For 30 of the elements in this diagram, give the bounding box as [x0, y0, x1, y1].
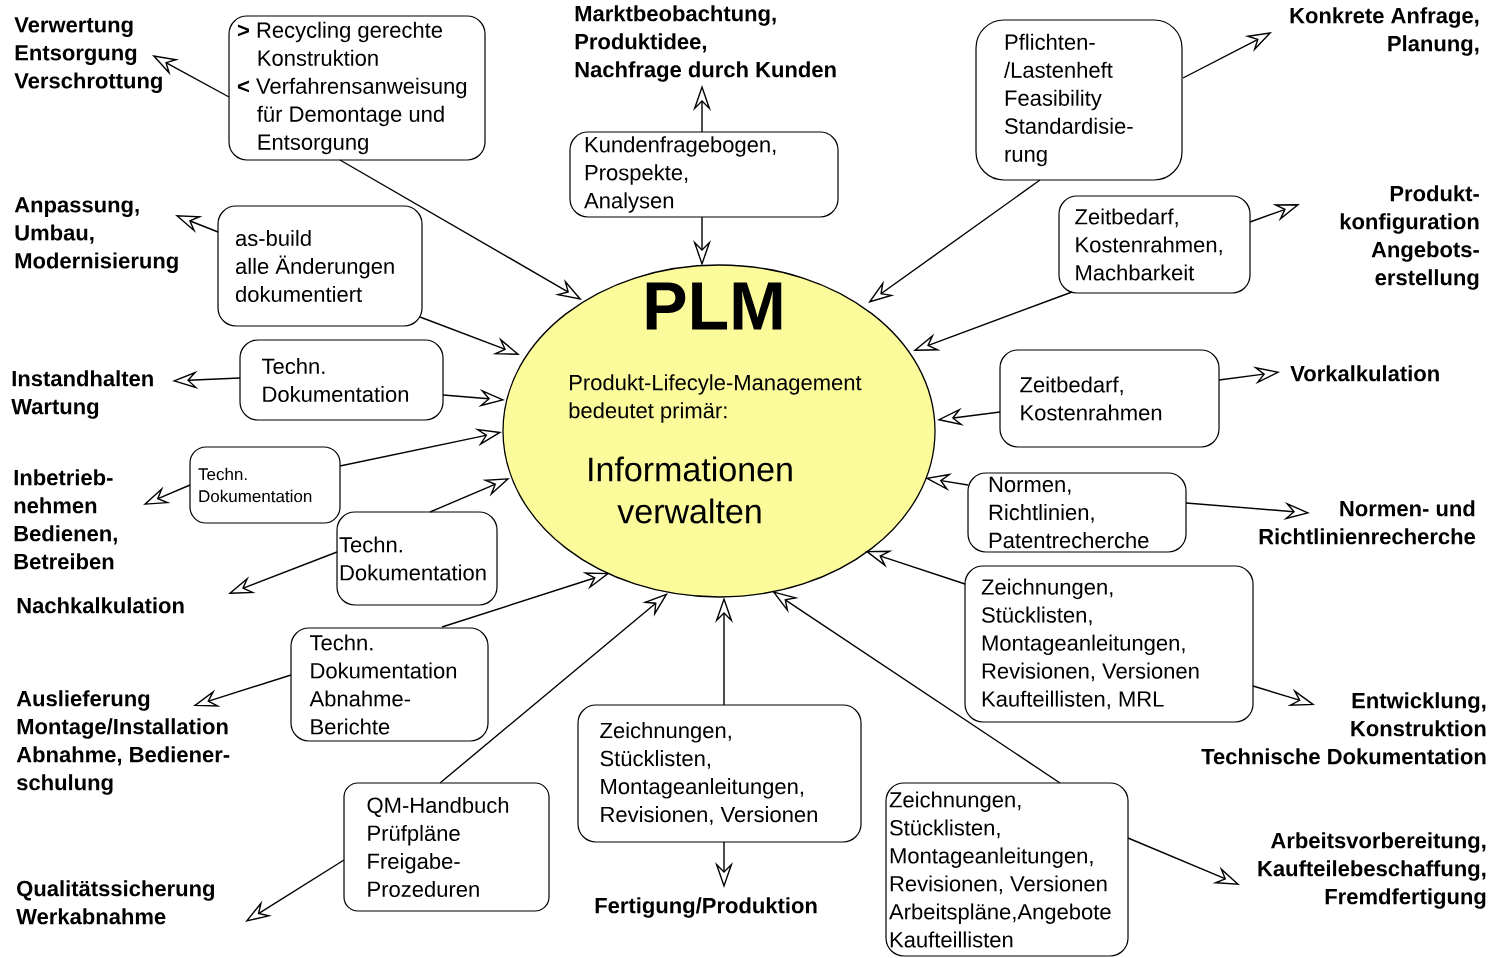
- rounded-box: Zeichnungen, Stücklisten, Montageanleitungen, Revisionen, Versionen Arbeitspläne,Angebote Kaufteillisten: [885, 782, 1129, 957]
- phase-label: Verwertung Entsorgung Verschrottung: [14, 17, 162, 93]
- phase-label: Qualitätssicherung Werkabnahme: [16, 880, 214, 925]
- rounded-box: Kundenfragebogen, Prospekte, Analysen: [569, 131, 839, 218]
- phase-label: Normen- und Richtlinienrecherche: [1259, 500, 1476, 545]
- rounded-box: Techn. Dokumentation: [239, 339, 444, 421]
- rounded-box: as-build alle Änderungen dokumentiert: [217, 205, 423, 327]
- rounded-box: QM-Handbuch Prüfpläne Freigabe- Prozeduren: [343, 782, 550, 912]
- rounded-box: Normen, Richtlinien, Patentrecherche: [967, 472, 1187, 553]
- phase-label: Fertigung/Produktion: [595, 897, 817, 918]
- phase-label: Auslieferung Montage/Installation Abnahme, Bediener- schulung: [16, 690, 230, 795]
- rounded-box: > Recycling gerechte Konstruktion < Verfahrensanweisung für Demontage und Entsorgung: [228, 15, 486, 161]
- rounded-box: Zeichnungen, Stücklisten, Montageanleitungen, Revisionen, Versionen Kaufteillisten, MRL: [964, 565, 1254, 723]
- phase-label: Arbeitsvorbereitung, Kaufteilebeschaffung, Fremdfertigung: [1258, 832, 1486, 909]
- arrow: [439, 593, 668, 784]
- phase-label: Produkt- konfiguration Angebots- erstellung: [1340, 185, 1479, 290]
- phase-label: Instandhalten Wartung: [11, 370, 153, 419]
- phase-label: Anpassung, Umbau, Modernisierung: [14, 197, 178, 273]
- rounded-box: Pflichten- /Lastenheft Feasibility Standardisie- rung: [975, 19, 1183, 181]
- rounded-box: Zeitbedarf, Kostenrahmen: [999, 349, 1220, 448]
- phase-label: Vorkalkulation: [1290, 365, 1439, 382]
- phase-label: Konkrete Anfrage, Planung,: [1290, 7, 1479, 56]
- phase-label: Inbetrieb- nehmen Bedienen, Betreiben: [14, 469, 117, 570]
- rounded-box: Zeichnungen, Stücklisten, Montageanleitungen, Revisionen, Versionen: [577, 704, 862, 843]
- rounded-box: Techn. Dokumentation: [336, 511, 498, 606]
- rounded-box: Techn. Dokumentation Abnahme- Berichte: [290, 627, 489, 742]
- rounded-box: Zeitbedarf, Kostenrahmen, Machbarkeit: [1058, 195, 1251, 294]
- phase-label: Marktbeobachtung, Produktidee, Nachfrage durch Kunden: [575, 5, 836, 82]
- rounded-box: Techn. Dokumentation: [189, 446, 341, 524]
- phase-label: Nachkalkulation: [17, 597, 184, 614]
